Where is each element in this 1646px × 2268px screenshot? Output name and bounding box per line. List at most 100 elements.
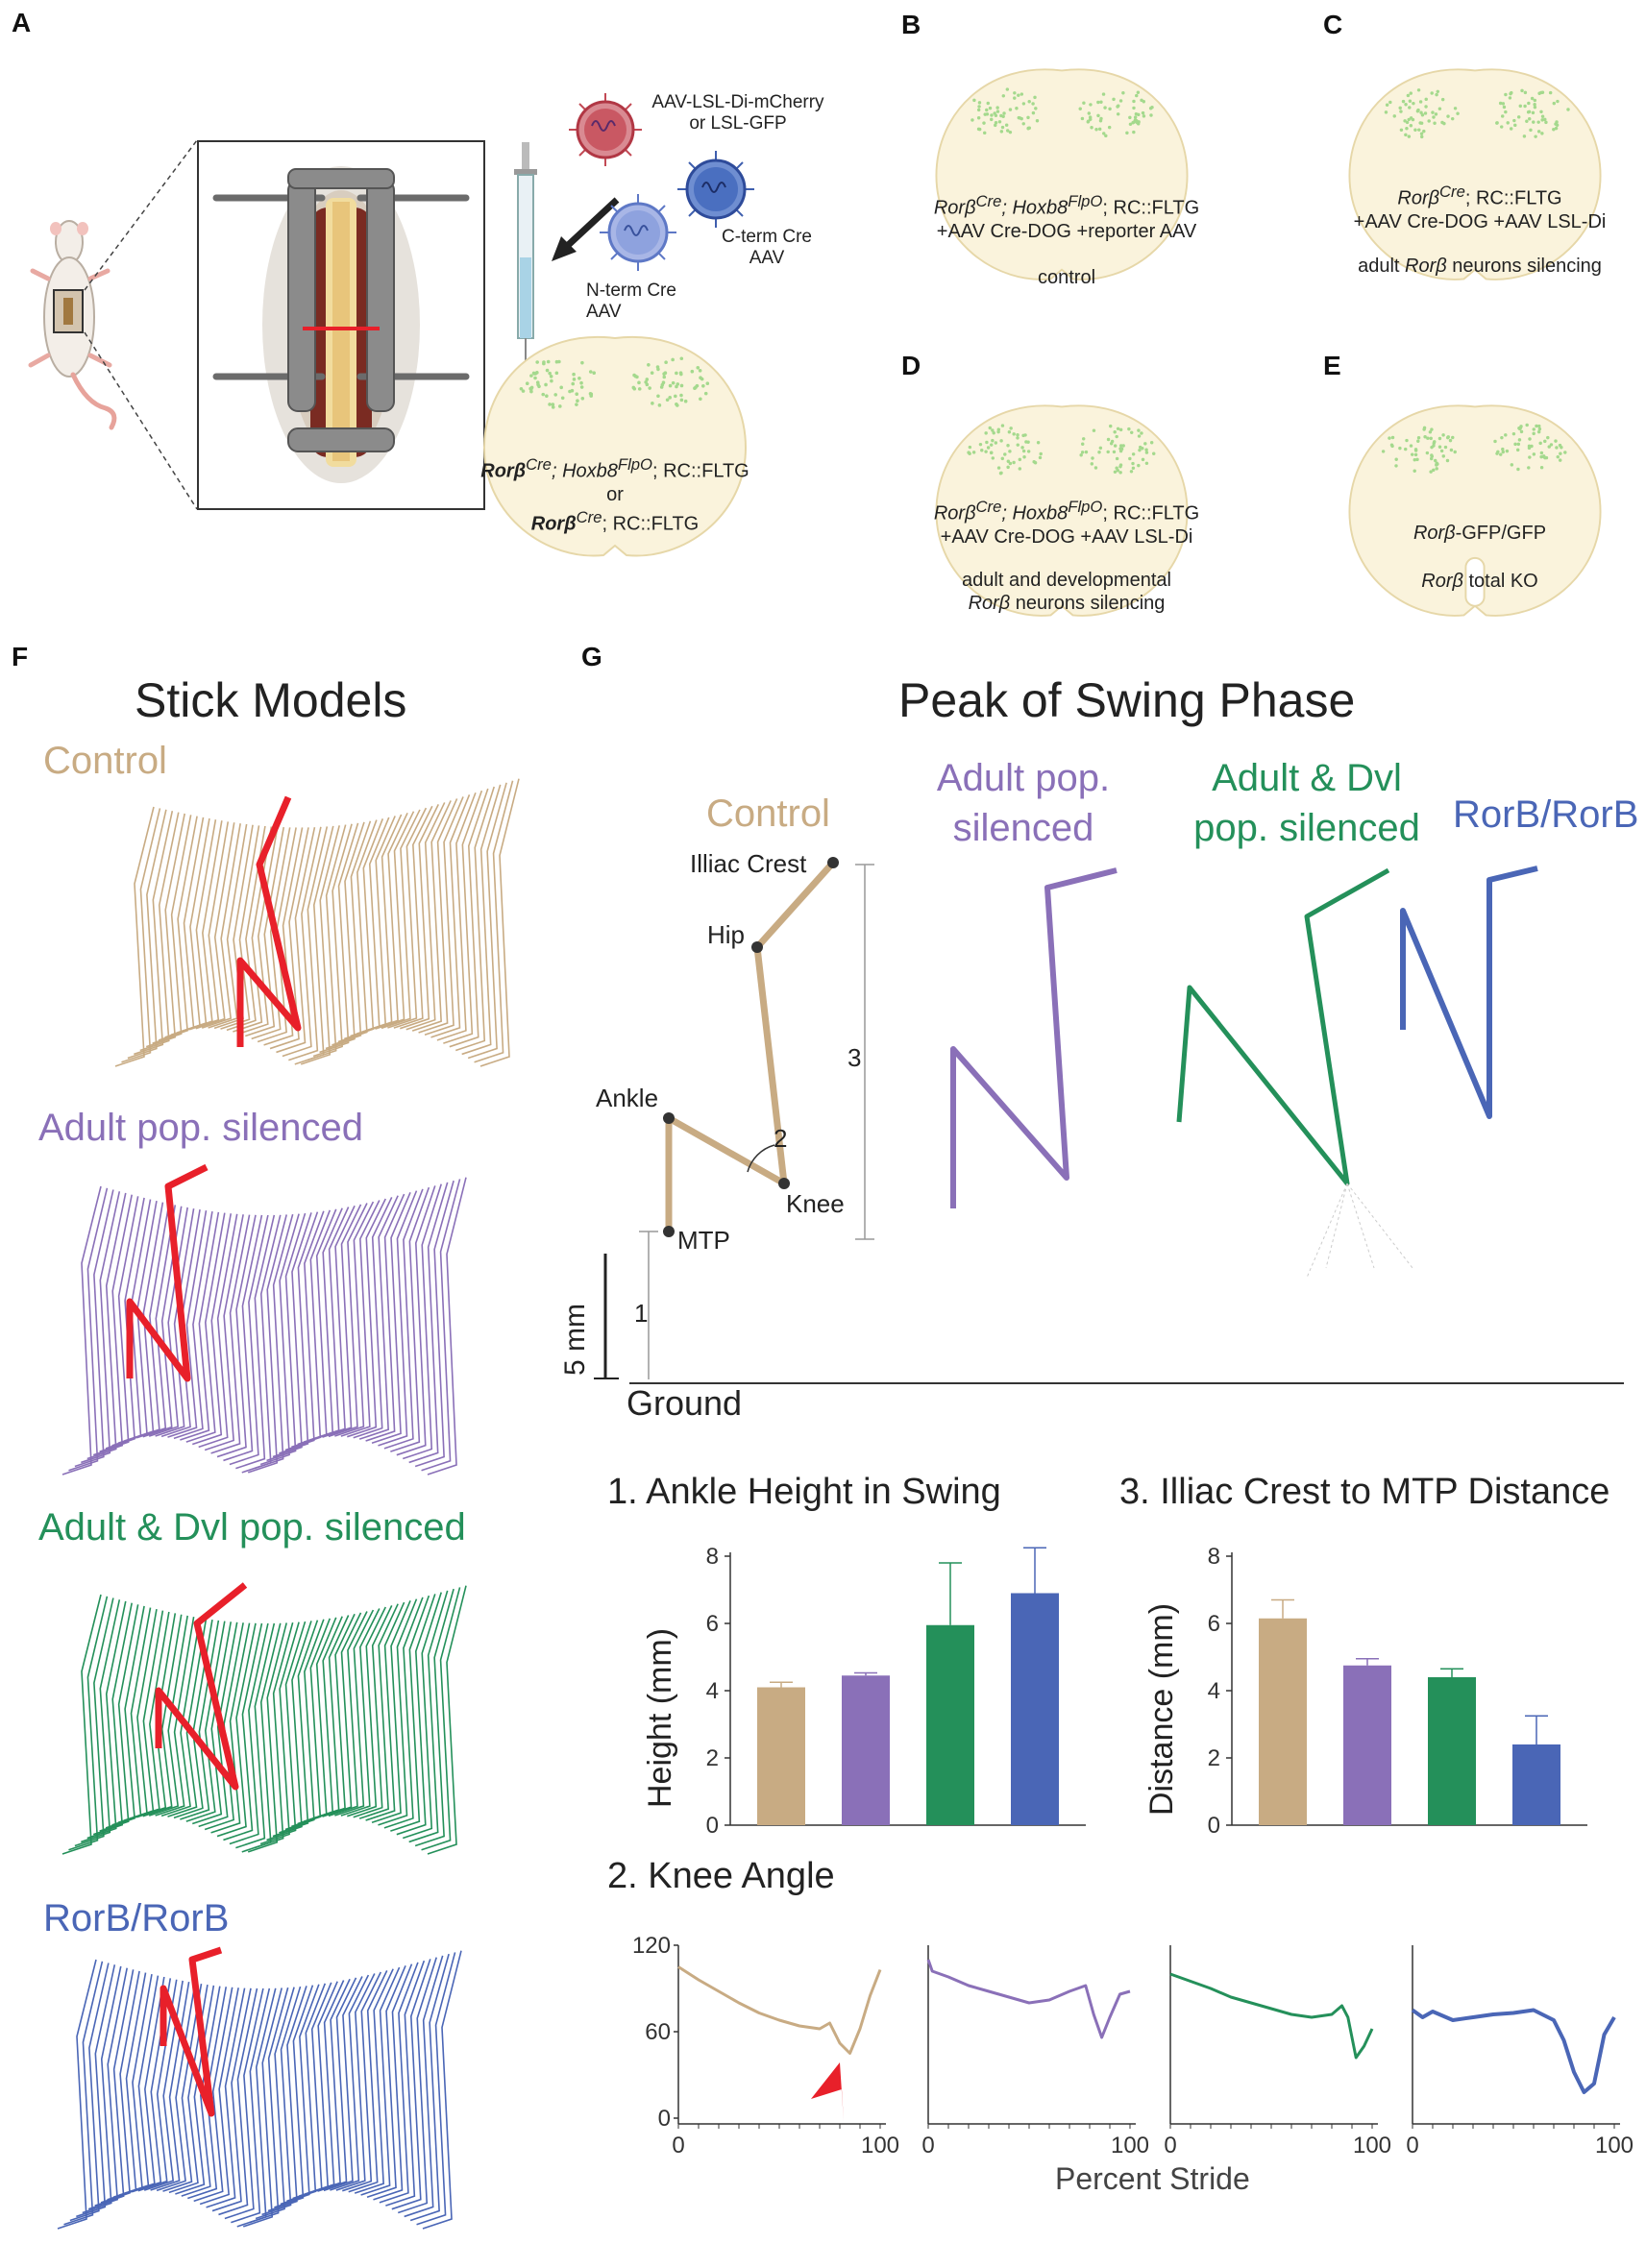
virus-n-label: N-term Cre AAV bbox=[586, 280, 676, 322]
chart-title-knee: 2. Knee Angle bbox=[607, 1856, 835, 1896]
chart-title-ankle: 1. Ankle Height in Swing bbox=[607, 1472, 1001, 1512]
bar bbox=[842, 1675, 890, 1825]
knee-angle-rorb: 0 100 bbox=[1406, 1945, 1634, 2158]
panel-label-g: G bbox=[581, 642, 602, 671]
panel-label-f: F bbox=[12, 642, 29, 671]
stick-model-dvl bbox=[61, 1582, 467, 1855]
bar bbox=[1259, 1618, 1307, 1825]
bar-chart-distance: 0 2 4 6 8 bbox=[1208, 1544, 1587, 1839]
panel-label-e: E bbox=[1323, 351, 1341, 380]
spinal-cord-d bbox=[935, 404, 1189, 617]
joint-label-illiac: Illiac Crest bbox=[690, 849, 807, 878]
knee-angle-adult: 0 100 bbox=[921, 1945, 1149, 2158]
y-tick-label: 2 bbox=[1208, 1745, 1220, 1771]
spinal-cord-c bbox=[1348, 68, 1602, 280]
stick-model-rorb bbox=[57, 1946, 462, 2230]
group-label-rorb: RorB/RorB bbox=[1453, 793, 1639, 836]
genotype-d: RorβCre; Hoxb8FlpO; RC::FLTG +AAV Cre-DO… bbox=[933, 498, 1200, 548]
caption-b: control bbox=[1037, 267, 1096, 288]
knee-angle-dvl: 0 100 bbox=[1164, 1945, 1391, 2158]
y-tick-label: 2 bbox=[706, 1745, 719, 1771]
y-tick-label: 4 bbox=[706, 1678, 719, 1704]
x-tick-label: 100 bbox=[1111, 2133, 1149, 2158]
y-tick-label: 120 bbox=[632, 1933, 671, 1959]
y-tick-label: 8 bbox=[1208, 1544, 1220, 1570]
stick-model-control bbox=[114, 778, 520, 1067]
knee-angle-line bbox=[1169, 1972, 1374, 2060]
panel-f-title: Stick Models bbox=[135, 673, 407, 727]
joint-label-mtp: MTP bbox=[677, 1226, 730, 1255]
syringe-icon bbox=[514, 142, 537, 382]
x-tick-label: 0 bbox=[672, 2133, 684, 2158]
x-tick-label: 100 bbox=[1595, 2133, 1634, 2158]
genotype-c: RorβCre; RC::FLTG +AAV Cre-DOG +AAV LSL-… bbox=[1353, 183, 1607, 232]
spinal-cord-e bbox=[1348, 404, 1602, 617]
zoom-lines bbox=[84, 139, 198, 510]
caption-e: Rorβ total KO bbox=[1421, 571, 1538, 592]
virus-blue-c-icon bbox=[677, 151, 754, 228]
knee-angle-line bbox=[677, 1965, 882, 2055]
virus-c-label: C-term Cre AAV bbox=[722, 227, 812, 268]
y-tick-label: 0 bbox=[706, 1813, 719, 1839]
y-tick-label: 60 bbox=[645, 2019, 671, 2045]
panel-label-d: D bbox=[901, 351, 921, 380]
spinal-cord-a bbox=[482, 335, 748, 557]
stick-label-adult: Adult pop. silenced bbox=[38, 1107, 364, 1149]
panel-label-b: B bbox=[901, 10, 921, 39]
x-tick-label: 0 bbox=[921, 2133, 934, 2158]
x-tick-label: 0 bbox=[1164, 2133, 1176, 2158]
knee-angle-control: 0 60 120 0 100 bbox=[632, 1933, 899, 2158]
group-label-adult: Adult pop. silenced bbox=[936, 757, 1111, 849]
panel-label-a: A bbox=[12, 8, 32, 37]
injection-arrow bbox=[552, 197, 620, 261]
genotype-e: Rorβ-GFP/GFP bbox=[1413, 523, 1547, 544]
virus-blue-n-icon bbox=[600, 194, 676, 271]
bar-chart-ankle-height: 0 2 4 6 8 bbox=[706, 1544, 1086, 1839]
stick-label-dvl: Adult & Dvl pop. silenced bbox=[38, 1506, 466, 1549]
x-tick-label: 0 bbox=[1406, 2133, 1418, 2158]
joint-label-hip: Hip bbox=[707, 920, 746, 949]
caption-d: adult and developmental Rorβ neurons sil… bbox=[962, 570, 1171, 614]
group-label-dvl: Adult & Dvl pop. silenced bbox=[1193, 757, 1420, 849]
bar bbox=[1011, 1593, 1059, 1825]
y-tick-label: 8 bbox=[706, 1544, 719, 1570]
bar bbox=[926, 1624, 974, 1825]
measure-label-3: 3 bbox=[848, 1043, 862, 1072]
bar bbox=[757, 1687, 805, 1825]
mouse-illustration bbox=[28, 220, 117, 430]
knee-angle-line bbox=[926, 1959, 1131, 2039]
joint-label-ankle: Ankle bbox=[596, 1084, 659, 1112]
x-tick-label: 100 bbox=[1353, 2133, 1391, 2158]
measure-label-1: 1 bbox=[634, 1299, 649, 1328]
xlabel-knee: Percent Stride bbox=[1055, 2161, 1250, 2196]
stick-label-control: Control bbox=[43, 740, 167, 782]
spinal-cord-b bbox=[935, 68, 1189, 280]
bar bbox=[1343, 1665, 1391, 1825]
stick-model-adult bbox=[61, 1163, 467, 1475]
y-tick-label: 6 bbox=[706, 1611, 719, 1637]
scale-bar-label: 5 mm bbox=[559, 1304, 591, 1376]
surgery-illustration bbox=[197, 140, 485, 510]
virus-top-label: AAV-LSL-Di-mCherry or LSL-GFP bbox=[651, 92, 824, 134]
virus-red-icon bbox=[569, 93, 642, 166]
chart-title-distance: 3. Illiac Crest to MTP Distance bbox=[1119, 1472, 1610, 1512]
caption-c: adult Rorβ neurons silencing bbox=[1358, 256, 1602, 277]
stick-label-rorb: RorB/RorB bbox=[43, 1897, 230, 1939]
measure-label-2: 2 bbox=[774, 1124, 788, 1153]
limb-diagram-control bbox=[594, 857, 1624, 1384]
group-label-control: Control bbox=[706, 793, 830, 835]
bar bbox=[1428, 1677, 1476, 1825]
y-tick-label: 0 bbox=[658, 2106, 671, 2132]
panel-label-c: C bbox=[1323, 10, 1343, 39]
genotype-a: RorβCre; Hoxb8FlpO; RC::FLTG or RorβCre;… bbox=[480, 455, 749, 535]
y-tick-label: 4 bbox=[1208, 1678, 1220, 1704]
ground-label: Ground bbox=[626, 1383, 743, 1423]
joint-label-knee: Knee bbox=[786, 1189, 845, 1218]
y-tick-label: 6 bbox=[1208, 1611, 1220, 1637]
red-arrow-icon bbox=[811, 2062, 844, 2122]
y-tick-label: 0 bbox=[1208, 1813, 1220, 1839]
x-tick-label: 100 bbox=[861, 2133, 899, 2158]
panel-g-title: Peak of Swing Phase bbox=[898, 673, 1356, 727]
bar bbox=[1512, 1744, 1560, 1825]
genotype-b: RorβCre; Hoxb8FlpO; RC::FLTG +AAV Cre-DO… bbox=[933, 192, 1200, 242]
